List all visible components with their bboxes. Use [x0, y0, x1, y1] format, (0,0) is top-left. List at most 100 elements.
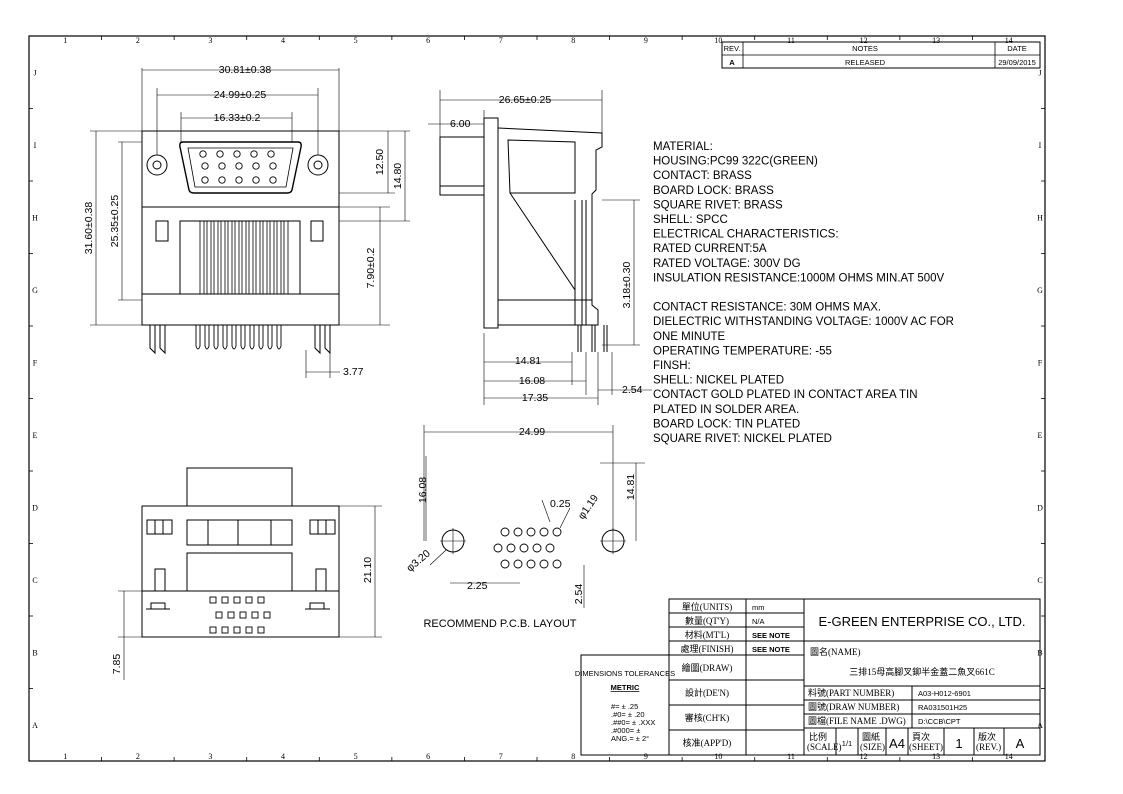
bottom-pin [233, 596, 241, 604]
contact-hole [199, 150, 207, 158]
grid-col-bottom: 8 [571, 752, 575, 761]
grid-row-right: D [1037, 503, 1043, 512]
note-line: ELECTRICAL CHARACTERISTICS: [653, 229, 839, 241]
pcb-layout-caption: RECOMMEND P.C.B. LAYOUT [423, 618, 576, 630]
rev-header: REV. [724, 44, 741, 53]
scale-label: 比例 [809, 731, 827, 742]
contact-hole [233, 150, 241, 158]
name-label: 圖名(NAME) [810, 646, 861, 657]
contact-hole [250, 150, 258, 158]
grid-row-left: B [32, 648, 37, 657]
grid-col-top: 9 [644, 36, 648, 45]
rev-value-block: A [1016, 736, 1025, 751]
tolerance-line: ANG.= ± 2° [611, 734, 649, 743]
grid-col-top: 6 [426, 36, 430, 45]
grid-row-right: H [1037, 213, 1043, 222]
note-line: MATERIAL: [653, 141, 713, 153]
bottom-pin [257, 596, 265, 604]
pcb-pin-hole [552, 559, 562, 569]
grid-row-right: I [1039, 141, 1042, 150]
grid-row-left: D [32, 503, 38, 512]
bottom-pin [263, 611, 271, 619]
pcb-pin-hole [539, 559, 549, 569]
grid-col-bottom: 1 [63, 752, 67, 761]
front-view [90, 68, 410, 378]
units-label: 單位(UNITS) [682, 601, 733, 612]
tolerance-line: .#000= ± [611, 726, 640, 735]
dim-pcb-pitch-y: 2.54 [573, 584, 585, 605]
tolerance-line: #= ± .25 [611, 702, 638, 711]
grid-col-bottom: 12 [860, 752, 868, 761]
file-name-label: 圖檔(FILE NAME .DWG) [808, 715, 906, 726]
dim-pcb-row: 14.81 [625, 474, 637, 500]
bottom-pin [215, 611, 223, 619]
date-value: 29/09/2015 [998, 58, 1036, 67]
note-line: CONTACT: BRASS [653, 170, 752, 182]
dim-row-1: 14.81 [515, 355, 541, 367]
note-line: SHELL: SPCC [653, 214, 728, 226]
draw-label: 繪圖(DRAW) [682, 662, 733, 673]
grid-col-bottom: 4 [281, 752, 285, 761]
grid-col-top: 13 [932, 36, 940, 45]
bottom-view-dims: 21.10 7.85 [111, 557, 374, 675]
note-line: CONTACT RESISTANCE: 30M OHMS MAX. [653, 302, 881, 314]
dim-bottom-height: 21.10 [362, 557, 374, 583]
pcb-pin-hole [519, 543, 529, 553]
design-label: 設計(DE'N) [685, 687, 729, 698]
grid-row-left: I [34, 141, 37, 150]
rev-value: A [729, 58, 735, 67]
grid-row-left: H [32, 213, 38, 222]
note-line: RATED CURRENT:5A [653, 243, 767, 255]
front-view-dims: 30.81±0.38 24.99±0.25 16.33±0.2 12.50 14… [83, 64, 404, 378]
note-line: FINSH: [653, 360, 691, 372]
dim-lower-body: 7.90±0.2 [365, 247, 377, 288]
grid-col-bottom: 7 [499, 752, 503, 761]
size-sub: (SIZE) [860, 742, 885, 752]
pcb-pin-hole [500, 559, 510, 569]
material-label: 材料(MT'L) [685, 629, 730, 640]
material-value: SEE NOTE [752, 631, 790, 640]
rev-sub: (REV.) [976, 742, 1001, 752]
grid-col-bottom: 13 [932, 752, 940, 761]
pcb-pin-hole [513, 527, 523, 537]
part-number-label: 料號(PART NUMBER) [808, 687, 894, 698]
pcb-pin-hole [526, 527, 536, 537]
material-notes: MATERIAL: HOUSING:PC99 322C(GREEN) CONTACT… [653, 141, 954, 445]
date-header: DATE [1007, 44, 1026, 53]
pcb-pin-hole [545, 543, 555, 553]
dim-overall-height: 31.60±0.38 [83, 202, 95, 255]
pcb-pin-hole [532, 543, 542, 553]
note-line: HOUSING:PC99 322C(GREEN) [653, 156, 818, 168]
grid-row-left: C [32, 576, 37, 585]
bottom-pin [245, 626, 253, 634]
pcb-pin-hole [506, 543, 516, 553]
grid-row-left: G [32, 286, 38, 295]
tolerance-line: .##0= ± .XXX [611, 718, 655, 727]
dim-leg-offset: 3.77 [343, 366, 364, 378]
tolerance-line: .#0= ± .20 [611, 710, 645, 719]
approve-label: 核准(APP'D) [683, 737, 732, 748]
bottom-pin [245, 596, 253, 604]
contact-hole [216, 150, 224, 158]
contact-hole [269, 162, 277, 170]
notes-value: RELEASED [845, 58, 886, 67]
bottom-view [118, 467, 382, 680]
contact-hole [235, 162, 243, 170]
tolerance-box: DIMENSIONS TOLERANCES METRIC #= ± .25.#0… [575, 654, 675, 756]
contact-hole [267, 150, 275, 158]
part-name: 三排15母高腳叉鉚半金蓋二魚叉661C [849, 666, 995, 677]
pcb-pin-hole [526, 559, 536, 569]
tolerance-title: DIMENSIONS TOLERANCES [575, 669, 675, 678]
side-view [428, 90, 652, 405]
finish-value: SEE NOTE [752, 645, 790, 654]
units-value: mm [752, 603, 765, 612]
note-line: SHELL: NICKEL PLATED [653, 375, 784, 387]
bottom-pin [239, 611, 247, 619]
bottom-pin [251, 611, 259, 619]
dim-screw-spacing: 24.99±0.25 [214, 89, 267, 101]
dim-flange-height: 12.50 [374, 149, 386, 175]
grid-col-top: 1 [63, 36, 67, 45]
note-line: SQUARE RIVET: NICKEL PLATED [653, 433, 832, 445]
contact-hole [218, 162, 226, 170]
